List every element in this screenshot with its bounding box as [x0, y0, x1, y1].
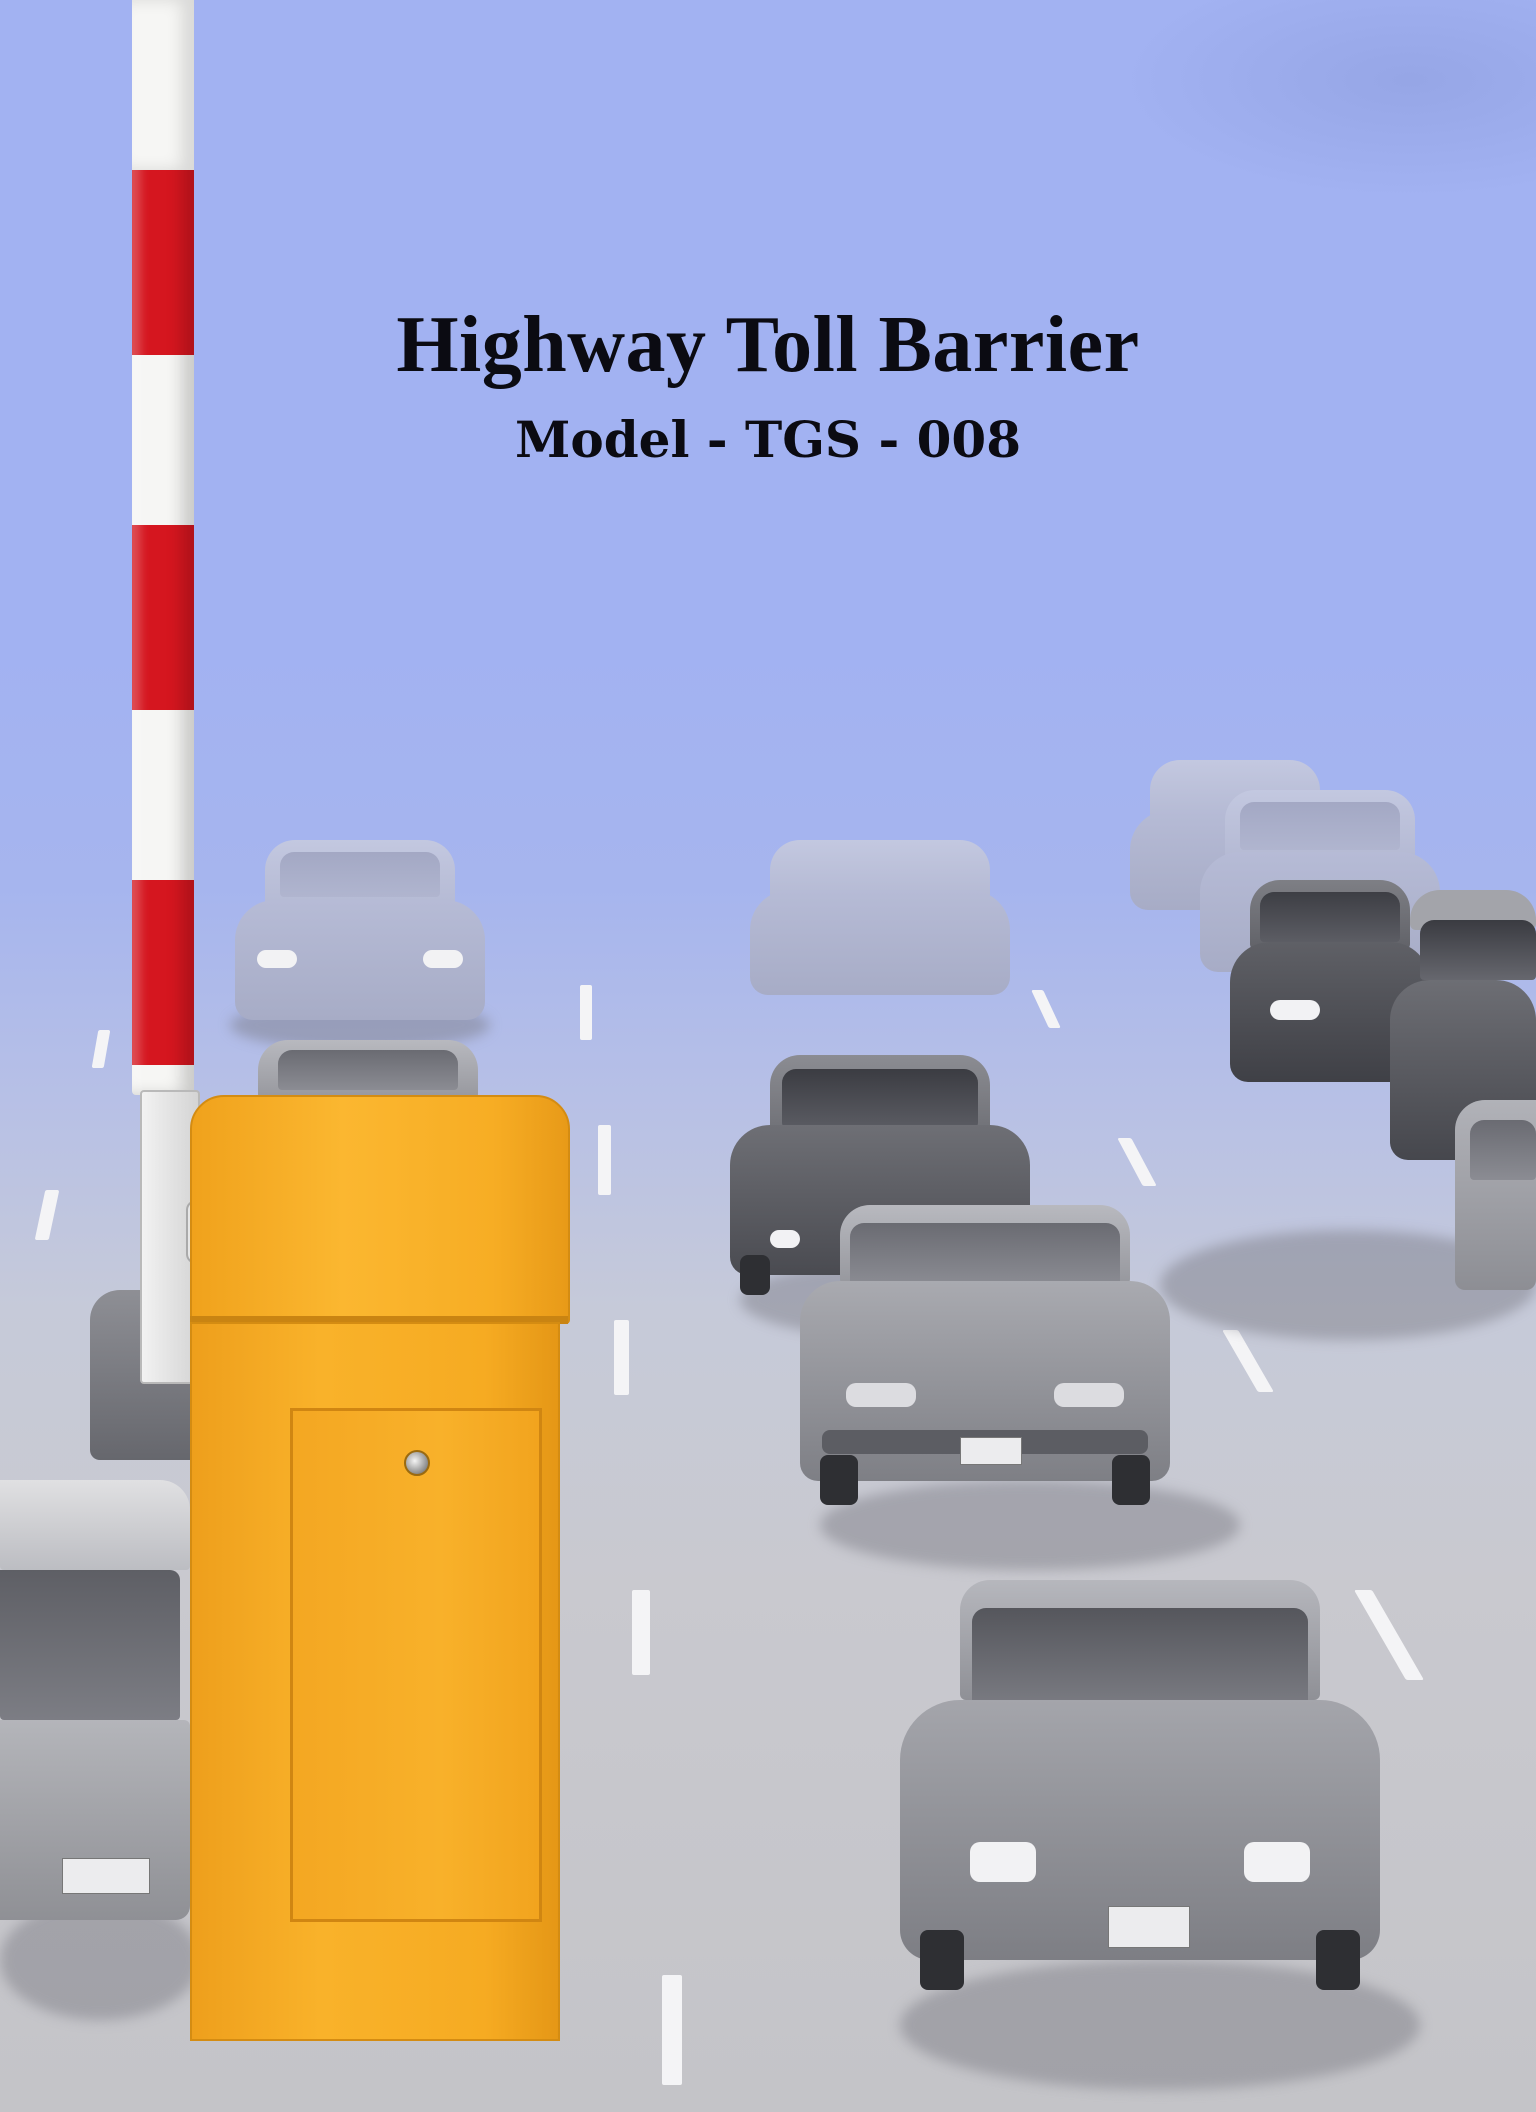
- lock-icon: [404, 1450, 430, 1476]
- car-near-center: [800, 1205, 1170, 1505]
- car-far-center: [750, 840, 1010, 1000]
- car-shadow: [820, 1480, 1240, 1570]
- barrier-cabinet-top: [190, 1095, 570, 1324]
- car-front: [900, 1580, 1380, 2000]
- barrier-boom-arm: [132, 0, 194, 1095]
- car-right-edge: [1455, 1060, 1536, 1300]
- sky-haze: [1116, 0, 1536, 200]
- cabinet-door: [290, 1408, 542, 1922]
- car-left-edge: [0, 1480, 190, 1940]
- car-far-left: [235, 840, 485, 1030]
- car-shadow: [0, 1900, 200, 2020]
- car-behind-barrier: [248, 1040, 488, 1120]
- page-title: Highway Toll Barrier: [396, 301, 1140, 389]
- cabinet-seam: [190, 1316, 568, 1324]
- model-subtitle: Model - TGS - 008: [515, 410, 1021, 469]
- barrier-boom-top: [132, 0, 194, 170]
